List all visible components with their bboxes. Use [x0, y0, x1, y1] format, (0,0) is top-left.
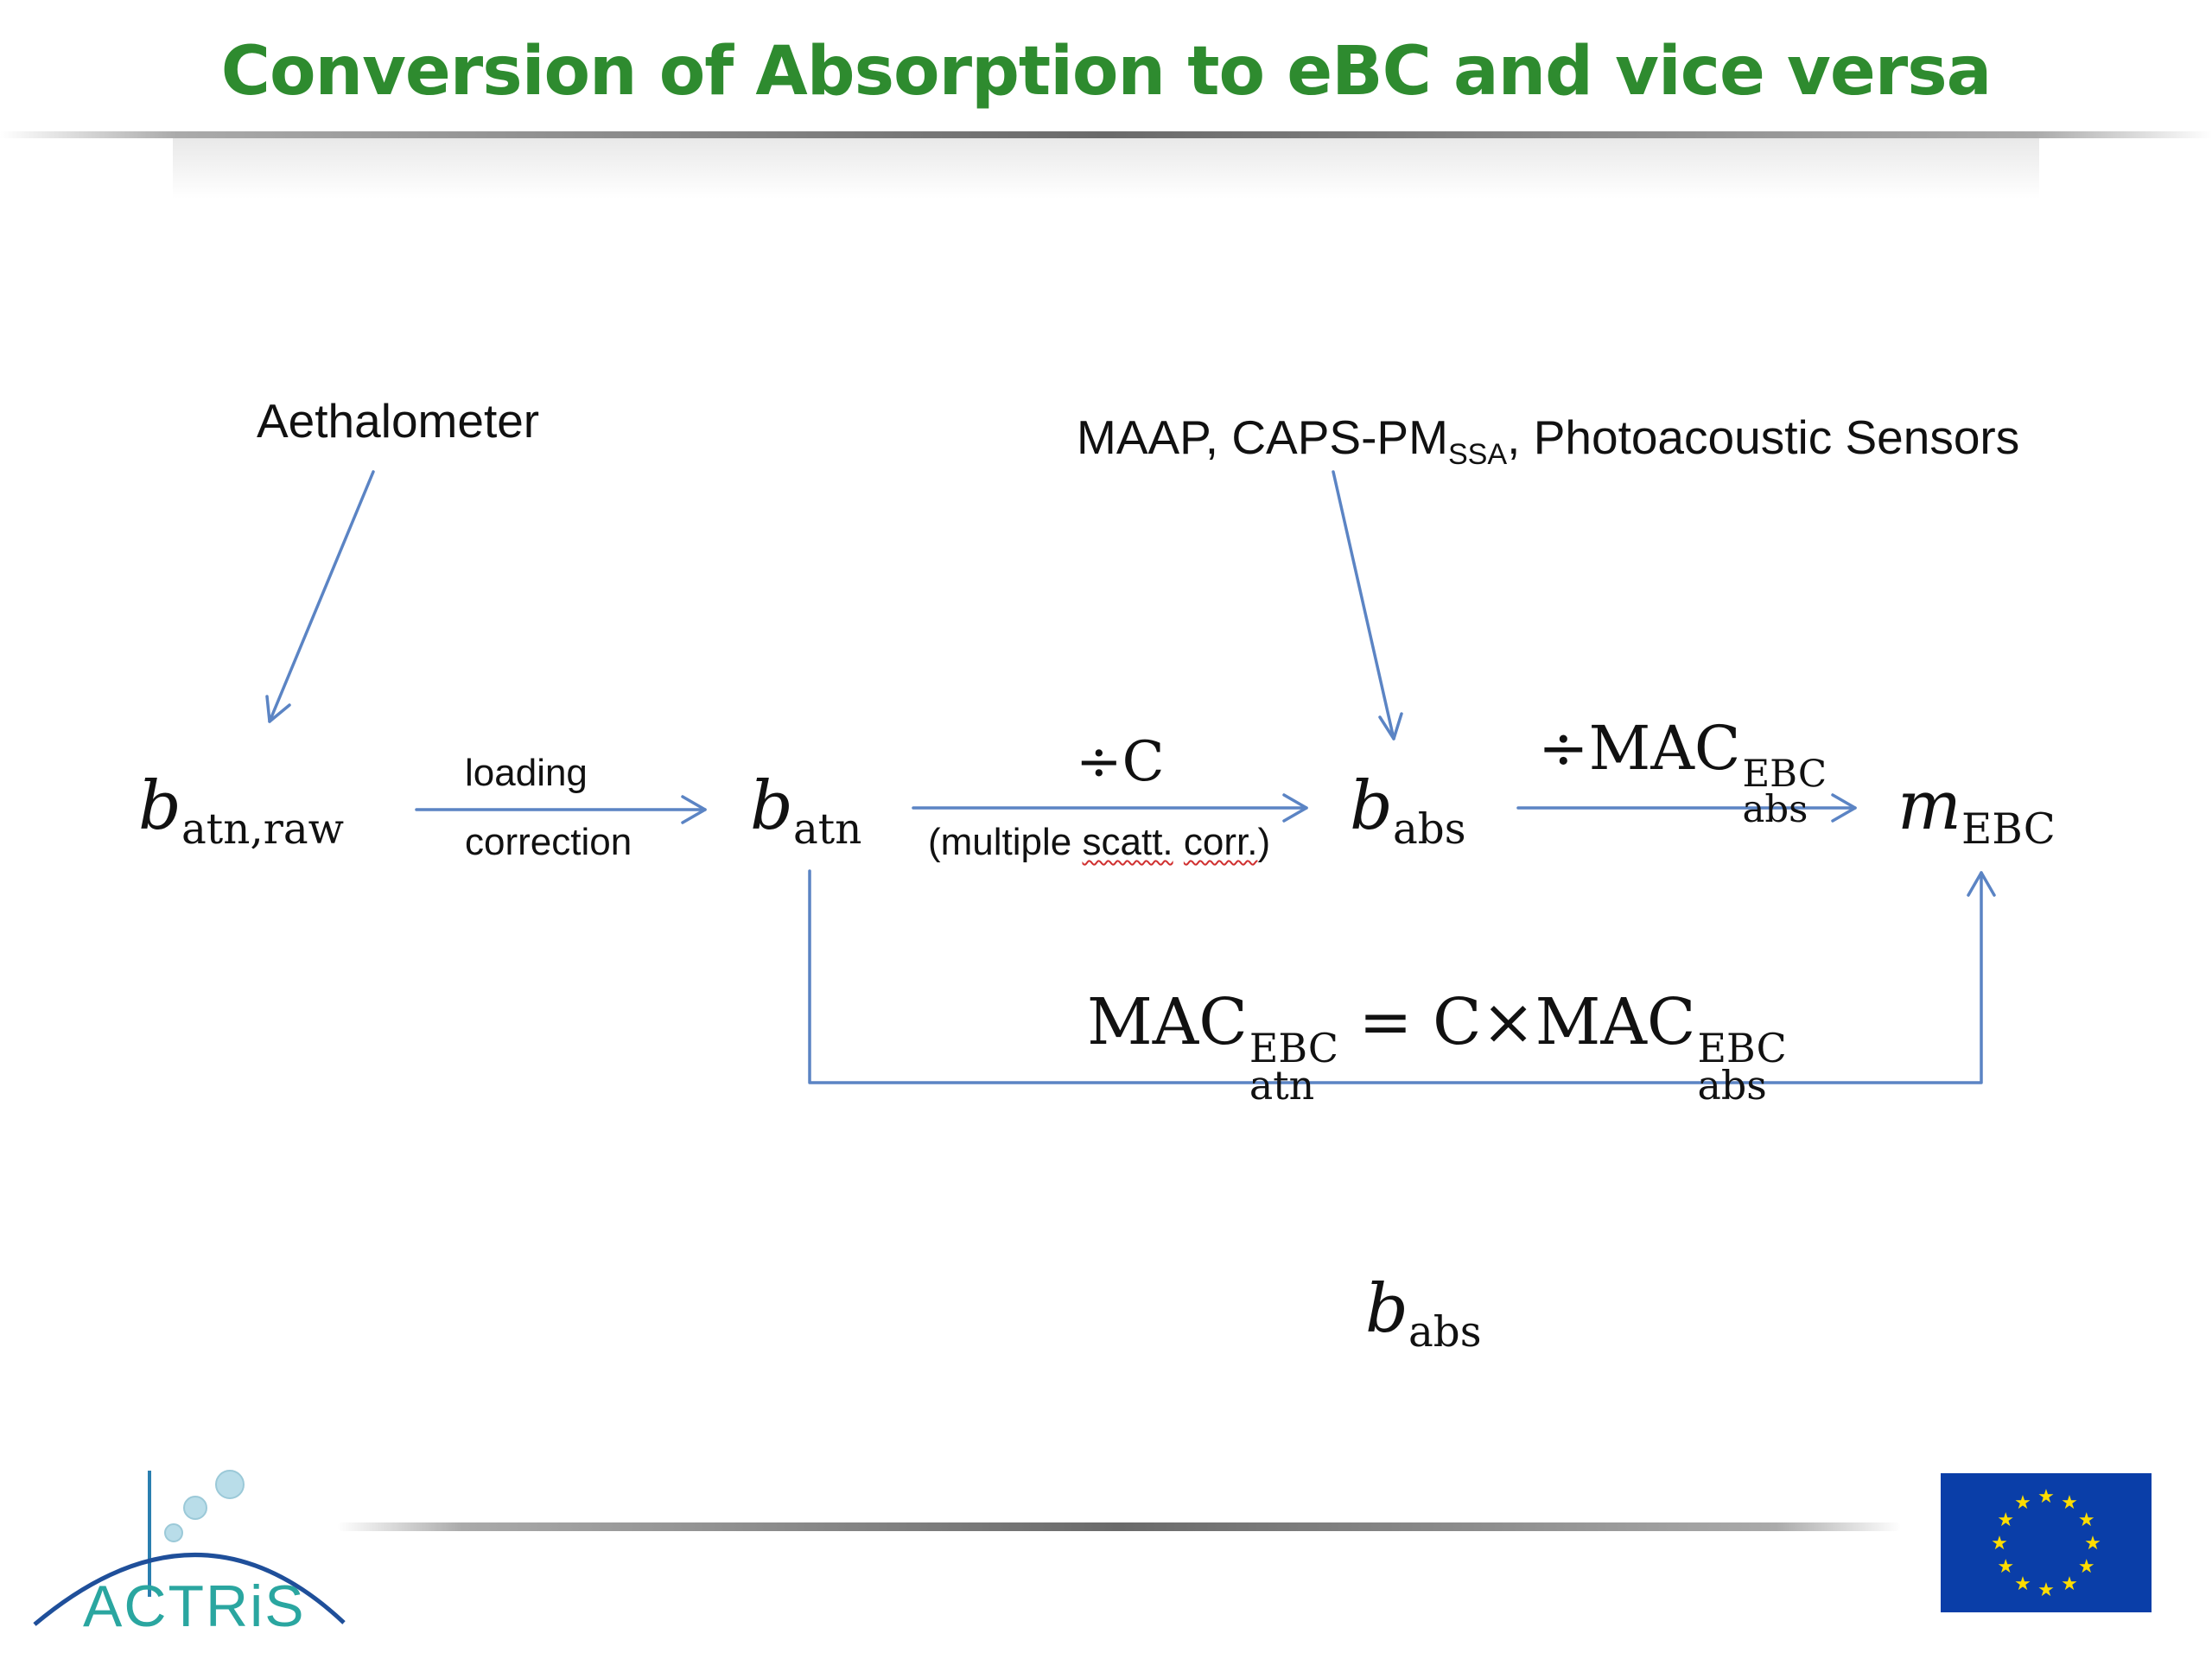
- scatt-text: scatt.: [1082, 821, 1173, 863]
- actris-logo-text: ACTRiS: [83, 1573, 306, 1639]
- b-symbol: b: [1365, 1270, 1408, 1348]
- m-ebc: mEBC: [1897, 767, 2056, 854]
- eu-star-icon: ★: [2037, 1580, 2055, 1601]
- eu-star-icon: ★: [2014, 1573, 2031, 1595]
- actris-logo-graphic: [33, 1470, 346, 1626]
- multiple-scatt-corr-label: (multiple scatt. corr.): [928, 821, 1270, 864]
- divide-mac-arrowhead: [1831, 793, 1857, 823]
- eu-star-icon: ★: [1997, 1556, 2014, 1578]
- b-abs-lower: babs: [1365, 1270, 1482, 1357]
- mac-atn-bracket: [808, 869, 1983, 1084]
- maap-suffix: , Photoacoustic Sensors: [1507, 410, 2020, 464]
- page-title: Conversion of Absorption to eBC and vice…: [220, 33, 1993, 111]
- b-atn: batn: [750, 767, 861, 854]
- aethalometer-arrow: [268, 470, 375, 723]
- eu-star-icon: ★: [2061, 1573, 2078, 1595]
- aethalometer-label: Aethalometer: [257, 394, 540, 448]
- eu-flag-icon: ★★★★★★★★★★★★: [1941, 1473, 2152, 1612]
- header-separator: [0, 131, 2212, 138]
- eu-star-icon: ★: [2078, 1556, 2095, 1578]
- correction-label: correction: [465, 821, 632, 863]
- loading-label: loading: [465, 752, 588, 794]
- eu-star-icon: ★: [1997, 1510, 2014, 1531]
- ebc-superscript: EBC: [1697, 1024, 1787, 1071]
- atn-subscript: atn: [1249, 1062, 1315, 1109]
- maap-prefix: MAAP, CAPS-PM: [1077, 410, 1448, 464]
- equals-c-mac-text: = C×MAC: [1338, 985, 1696, 1059]
- mac-atn-arrowhead: [1967, 871, 1996, 897]
- m-symbol: m: [1897, 767, 1961, 845]
- abs-subscript: abs: [1742, 787, 1808, 831]
- multiple-text: (multiple: [928, 821, 1083, 863]
- divide-mac-text: ÷MAC: [1538, 713, 1741, 784]
- maap-arrow: [1332, 470, 1395, 741]
- ebc-superscript: EBC: [1742, 752, 1827, 796]
- eu-star-icon: ★: [1991, 1533, 2008, 1554]
- atn-raw-subscript: atn,raw: [181, 804, 345, 854]
- header-shadow: [173, 138, 2039, 199]
- b-atn-raw: batn,raw: [138, 767, 344, 854]
- ebc-subscript: EBC: [1961, 804, 2056, 854]
- close-paren: ): [1257, 821, 1271, 863]
- b-symbol: b: [1350, 767, 1393, 845]
- maap-arrowhead: [1378, 712, 1403, 741]
- loading-correction-arrowhead: [681, 795, 707, 824]
- maap-caps-photoacoustic-label: MAAP, CAPS-PMSSA, Photoacoustic Sensors: [1077, 410, 2019, 472]
- b-abs: babs: [1350, 767, 1466, 854]
- footer-separator: [337, 1522, 1901, 1531]
- abs-subscript: abs: [1697, 1062, 1767, 1109]
- eu-star-icon: ★: [2014, 1492, 2031, 1514]
- atn-subscript: atn: [792, 804, 862, 854]
- aethalometer-arrowhead: [265, 695, 291, 723]
- eu-star-icon: ★: [2084, 1533, 2101, 1554]
- corr-text: corr.: [1183, 821, 1258, 863]
- ssa-subscript: SSA: [1447, 437, 1508, 471]
- eu-star-icon: ★: [2037, 1486, 2055, 1508]
- eu-star-icon: ★: [2061, 1492, 2078, 1514]
- eu-star-icon: ★: [2078, 1510, 2095, 1531]
- mac-text: MAC: [1087, 985, 1248, 1059]
- ebc-superscript: EBC: [1249, 1024, 1338, 1071]
- abs-subscript: abs: [1408, 1307, 1482, 1357]
- b-symbol: b: [138, 767, 181, 845]
- divide-c-arrowhead: [1282, 793, 1308, 823]
- divide-c-label: ÷C: [1076, 730, 1165, 794]
- b-symbol: b: [750, 767, 793, 845]
- abs-subscript: abs: [1392, 804, 1466, 854]
